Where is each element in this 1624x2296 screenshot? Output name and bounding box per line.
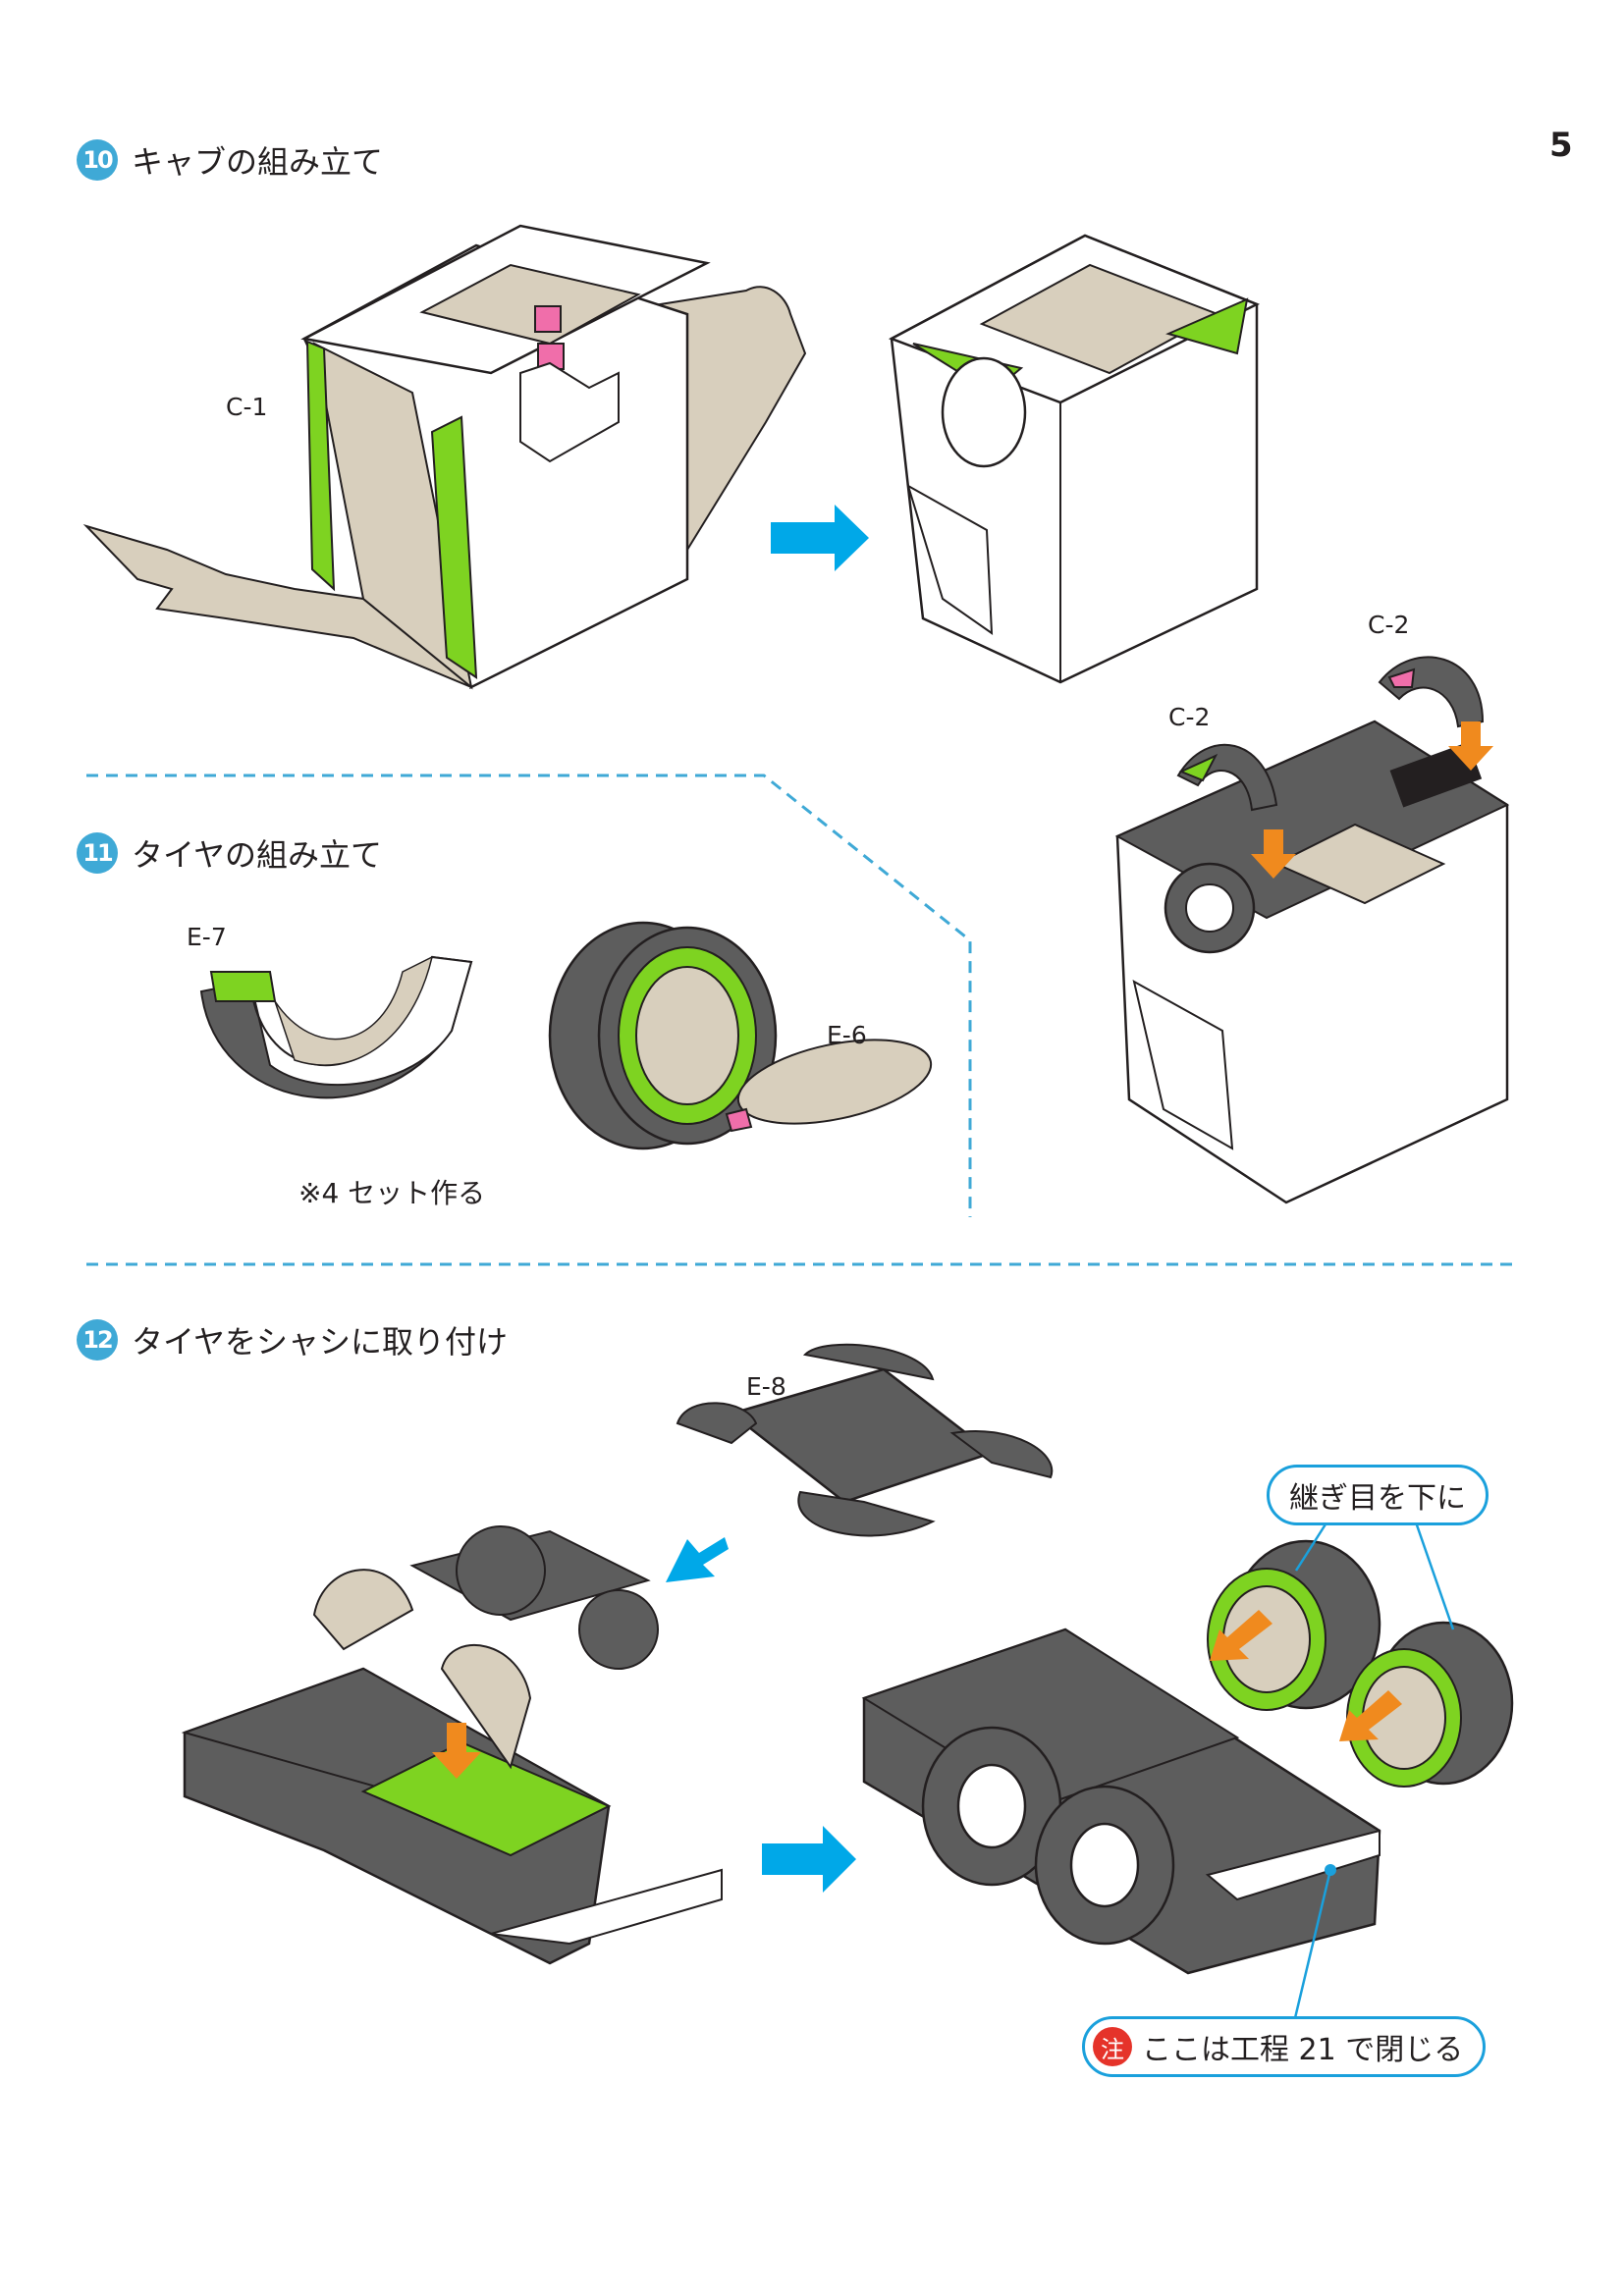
chassis-with-tires-illustration [861, 1516, 1514, 2023]
chassis-down-arrow-icon [432, 1723, 481, 1779]
step-11-badge: 11 [77, 832, 118, 874]
tire-right-arrow-icon [1339, 1690, 1402, 1741]
warning-icon: 注 [1093, 2027, 1132, 2066]
step-11-title: タイヤの組み立て [132, 836, 383, 874]
part-label-c1: C-1 [226, 393, 268, 421]
page-number: 5 [1549, 126, 1573, 165]
callout-seam-down: 継ぎ目を下に [1267, 1465, 1489, 1525]
c2-right-down-arrow-icon [1448, 721, 1493, 771]
part-label-e6: E-6 [827, 1021, 867, 1049]
step-10-badge: 10 [77, 139, 118, 181]
step-10-heading: 10 キャブの組み立て [77, 137, 383, 183]
tire-e7-strip-illustration [199, 955, 473, 1099]
part-label-e7: E-7 [187, 923, 227, 951]
callout-seam-down-text: 継ぎ目を下に [1289, 1481, 1466, 1516]
callout-close-later-text: ここは工程 21 で閉じる [1142, 2033, 1464, 2067]
step-12-heading: 12 タイヤをシャシに取り付け [77, 1317, 508, 1362]
tire-left-arrow-icon [1210, 1610, 1272, 1661]
cab-c1-unfolded-illustration [82, 224, 807, 690]
step-11-heading: 11 タイヤの組み立て [77, 830, 382, 876]
part-label-c2-left: C-2 [1168, 703, 1211, 731]
e8-blue-arrow-icon [666, 1537, 729, 1582]
part-label-c2-right: C-2 [1368, 611, 1410, 639]
step-10-title: キャブの組み立て [132, 143, 384, 181]
cab-assembled-illustration [888, 234, 1261, 684]
chassis-e8-illustration [676, 1343, 1054, 1537]
tire-assembled-illustration [548, 921, 933, 1150]
divider-step-11 [86, 774, 972, 1217]
step-12-arrow-icon [762, 1826, 856, 1893]
step-12-title: タイヤをシャシに取り付け [132, 1323, 509, 1361]
cab-with-c2-illustration [1114, 656, 1510, 1204]
part-label-e8: E-8 [746, 1372, 786, 1401]
note-four-sets: ※4 セット作る [298, 1177, 486, 1209]
step-12-badge: 12 [77, 1319, 118, 1361]
step-10-arrow-icon [771, 505, 869, 571]
c2-left-down-arrow-icon [1251, 829, 1296, 879]
callout-close-later: 注 ここは工程 21 で閉じる [1082, 2016, 1487, 2077]
chassis-before-tires-illustration [181, 1525, 723, 1965]
